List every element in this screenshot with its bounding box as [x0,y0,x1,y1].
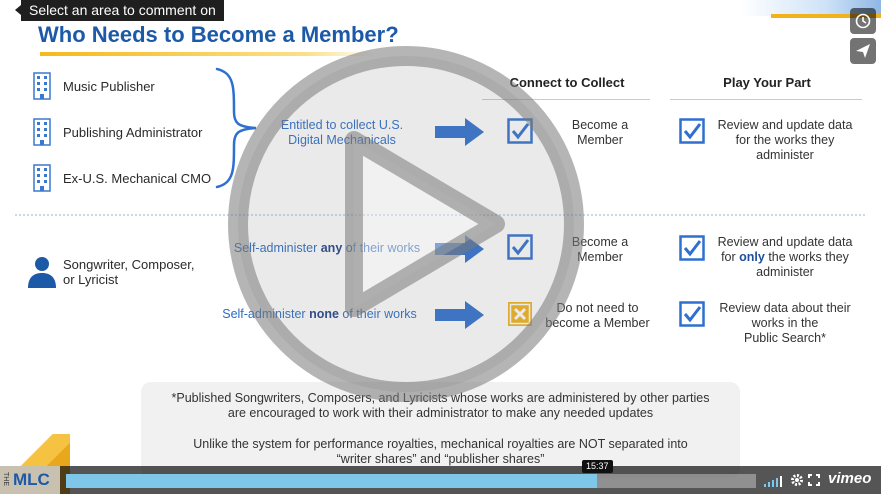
entity-label: Ex-U.S. Mechanical CMO [63,170,212,186]
checkbox-checked-icon [679,235,705,261]
comment-tooltip: Select an area to comment on [15,0,224,21]
play-text-row3: Review data about their works in the Pub… [710,301,860,346]
column-rule [670,99,862,100]
column-rule [482,99,650,100]
criteria-text: Self-administer [233,241,321,255]
connect-line: Become a [571,118,629,132]
connect-line: Do not need to [556,301,639,315]
songwriter-line: or Lyricist [63,272,119,287]
criteria-none: Self-administer none of their works [212,307,427,321]
play-line: administer [756,265,814,279]
arrow-right-icon [435,301,484,329]
slide-title: Who Needs to Become a Member? [38,22,399,47]
watch-later-button[interactable] [850,8,876,34]
play-line: administer [756,148,814,162]
play-line: Review and update data [717,235,853,249]
entity-music-publisher: Music Publisher [33,72,155,100]
checkbox-checked-icon [507,234,533,260]
connect-line: Become a [571,235,629,249]
volume-icon[interactable] [764,475,784,487]
play-line: for the works they [735,133,835,147]
logo-text: MLC [13,470,50,489]
entity-label: Music Publisher [63,78,155,94]
criteria-text: Self-administer [222,307,310,321]
entity-publishing-administrator: Publishing Administrator [33,118,202,146]
criteria-text: of their works [338,307,417,321]
connect-text-row1: Become a Member [545,118,655,148]
criteria-line: Entitled to collect U.S. [280,118,404,132]
play-emphasis: only [739,250,765,264]
entity-label: Publishing Administrator [63,124,203,140]
play-line: Review and update data [717,118,853,132]
section-divider [15,214,865,216]
entity-ex-us-cmo: Ex-U.S. Mechanical CMO [33,164,211,192]
progress-timestamp: 15:37 [582,460,613,473]
checkbox-checked-icon [679,301,705,327]
brace-icon [215,67,257,189]
play-text-row1: Review and update data for the works the… [710,118,860,163]
criteria-any: Self-administer any of their works [222,241,432,255]
building-icon [33,164,51,192]
play-text: for [721,250,740,264]
footnote-line: are encouraged to work with their admini… [227,406,654,420]
building-icon [33,118,51,146]
arrow-right-icon [435,235,484,263]
building-icon [33,72,51,100]
play-line: for only the works they [710,250,860,265]
entity-songwriter: Songwriter, Composer, or Lyricist [27,256,195,288]
logo-side-text: THE [2,472,9,486]
column-header-play: Play Your Part [723,75,811,90]
column-header-connect: Connect to Collect [509,75,625,90]
connect-line: Member [577,133,623,147]
clock-icon [855,13,871,29]
footnote-box: *Published Songwriters, Composers, and L… [141,382,740,478]
mlc-logo: THE MLC [0,466,60,494]
title-underline [40,52,375,56]
checkbox-checked-icon [679,118,705,144]
criteria-line: Digital Mechanicals [288,133,396,147]
person-icon [28,257,56,288]
connect-line: become a Member [545,316,650,330]
connect-text-row2: Become a Member [545,235,655,265]
songwriter-line: Songwriter, Composer, [63,257,195,272]
play-line: works in the [751,316,819,330]
arrow-right-icon [435,118,484,146]
play-text-row2: Review and update data for only the work… [710,235,860,280]
checkbox-x-icon [508,302,532,326]
criteria-entitled: Entitled to collect U.S. Digital Mechani… [262,118,422,148]
checkbox-checked-icon [507,118,533,144]
footnote-line: “writer shares” and “publisher shares” [336,452,545,466]
progress-played[interactable] [66,474,597,488]
fullscreen-icon[interactable] [808,474,820,486]
footnote-line: Unlike the system for performance royalt… [193,437,688,451]
corner-stripe-top-right [771,14,881,18]
paper-plane-icon [856,44,870,58]
play-line: Public Search* [744,331,826,345]
footnote-line: *Published Songwriters, Composers, and L… [171,391,710,405]
play-line: Review data about their [719,301,851,315]
songwriter-label: Songwriter, Composer, or Lyricist [63,257,195,287]
criteria-emphasis: any [320,241,343,255]
vimeo-logo[interactable]: vimeo [828,470,872,487]
connect-line: Member [577,250,623,264]
share-button[interactable] [850,38,876,64]
play-overlay-icon[interactable] [226,44,586,404]
connect-text-row3: Do not need to become a Member [535,301,660,331]
play-text: the works they [764,250,849,264]
criteria-emphasis: none [309,307,339,321]
criteria-text: of their works [342,241,421,255]
corner-decoration-top-right [741,0,881,16]
settings-icon[interactable] [790,473,804,487]
